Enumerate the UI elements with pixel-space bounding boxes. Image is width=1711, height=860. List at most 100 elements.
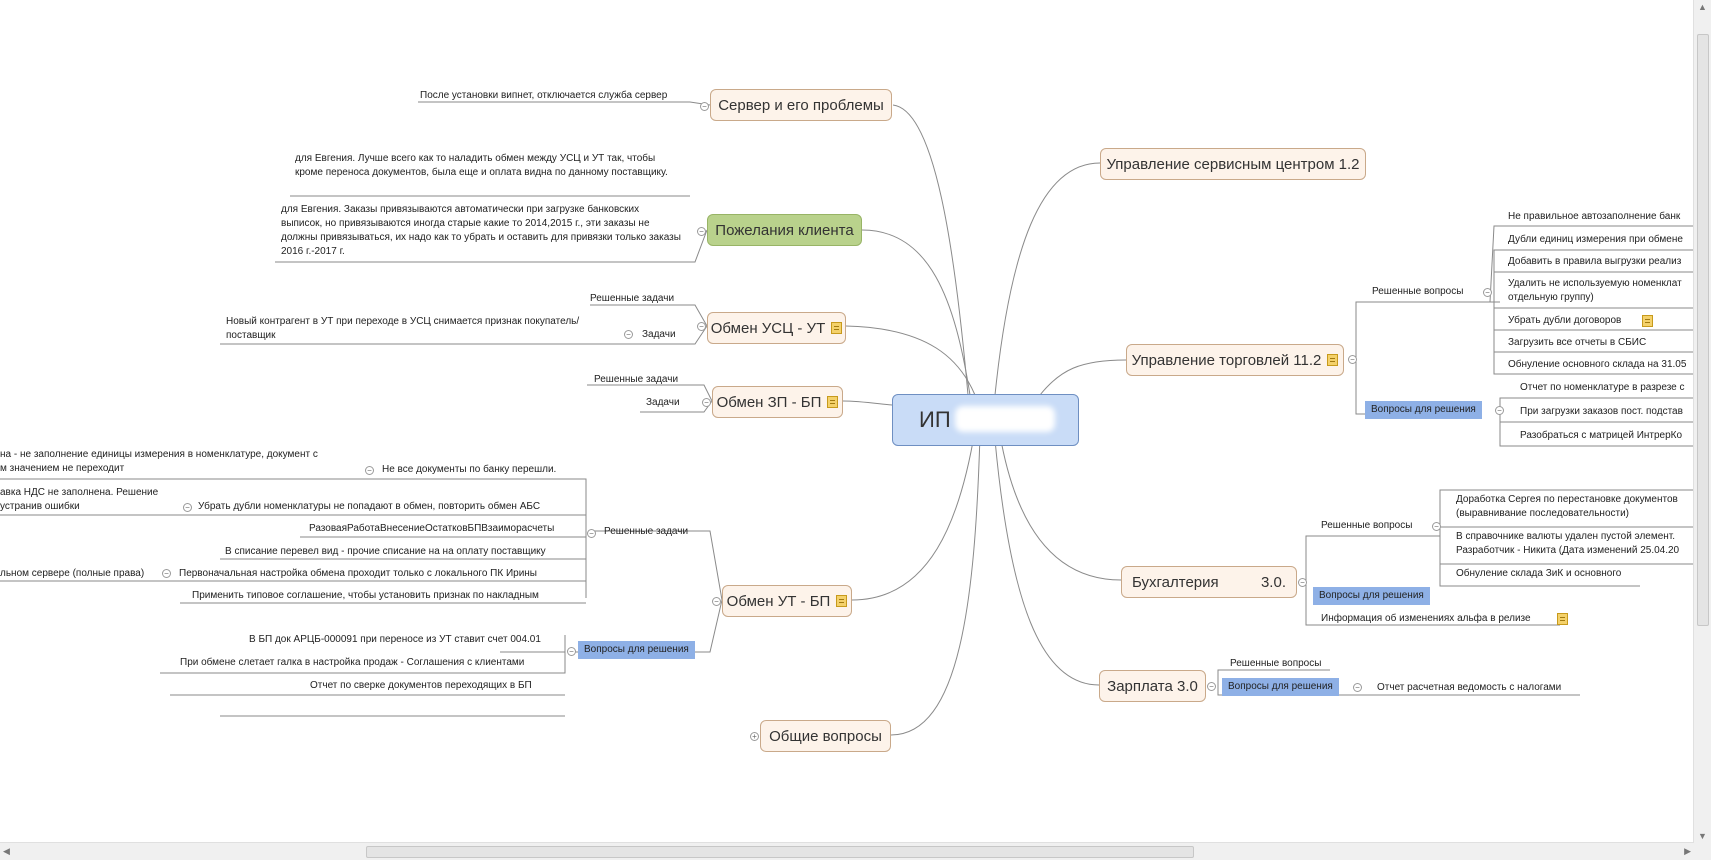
question-item: В БП док АРЦБ-000091 при переносе из УТ … xyxy=(249,634,541,645)
solved-item: Первоначальная настройка обмена проходит… xyxy=(179,568,537,579)
solved-item: Убрать дубли договоров xyxy=(1508,315,1622,326)
solved-item: Обнуление склада ЗиК и основного xyxy=(1456,568,1622,579)
solved-item: Не правильное автозаполнение банк xyxy=(1508,211,1681,222)
topic-ut-bp[interactable]: Обмен УТ - БП xyxy=(722,585,852,617)
tag-questions[interactable]: Вопросы для решения xyxy=(1365,401,1482,419)
collapse-toggle[interactable]: − xyxy=(1483,288,1492,297)
scroll-down-arrow[interactable]: ▼ xyxy=(1698,831,1707,841)
vertical-scroll-thumb[interactable] xyxy=(1697,34,1709,626)
connector-lines xyxy=(0,101,1694,736)
topic-usc-ut-label: Обмен УСЦ - УТ xyxy=(710,319,826,337)
expand-toggle[interactable]: + xyxy=(750,732,759,741)
topic-accounting[interactable]: Бухгалтерия 3.0. xyxy=(1121,566,1297,598)
collapse-toggle[interactable]: − xyxy=(587,529,596,538)
collapse-toggle[interactable]: − xyxy=(702,398,711,407)
tag-questions[interactable]: Вопросы для решения xyxy=(578,641,695,659)
scroll-up-arrow[interactable]: ▲ xyxy=(1698,2,1707,12)
collapse-toggle[interactable]: − xyxy=(1353,683,1362,692)
topic-ut-bp-label: Обмен УТ - БП xyxy=(726,592,831,610)
scroll-corner xyxy=(1694,843,1711,860)
scroll-left-arrow[interactable]: ◀ xyxy=(3,846,10,856)
topic-zp-bp[interactable]: Обмен ЗП - БП xyxy=(712,386,843,418)
collapse-toggle[interactable]: − xyxy=(624,330,633,339)
label-solved-tasks: Решенные задачи xyxy=(604,526,689,537)
topic-accounting-label: Бухгалтерия xyxy=(1132,573,1219,591)
collapse-toggle[interactable]: − xyxy=(700,102,709,111)
central-title: ИП xyxy=(919,407,951,432)
label-solved-tasks: Решенные задачи xyxy=(590,293,675,304)
solved-item: РазоваяРаботаВнесениеОстатковБПВзаиморас… xyxy=(309,523,555,534)
label-tasks: Задачи xyxy=(646,397,680,408)
topic-trade-label: Управление торговлей 11.2 xyxy=(1131,351,1322,369)
solved-item: Добавить в правила выгрузки реализ xyxy=(1508,256,1682,267)
topic-zp-bp-label: Обмен ЗП - БП xyxy=(716,393,822,411)
note-icon xyxy=(1327,354,1339,366)
collapse-toggle[interactable]: − xyxy=(183,503,192,512)
collapse-toggle[interactable]: − xyxy=(697,227,706,236)
solved-item: Применить типовое соглашение, чтобы уста… xyxy=(192,590,539,601)
solved-item: Дубли единиц измерения при обмене xyxy=(1508,234,1683,245)
scroll-right-arrow[interactable]: ▶ xyxy=(1684,846,1691,856)
collapse-toggle[interactable]: − xyxy=(1207,682,1216,691)
solved-item: Удалить не используемую номенклат xyxy=(1508,278,1682,289)
note-icon xyxy=(1642,315,1653,327)
horizontal-scrollbar[interactable]: ◀ ▶ xyxy=(0,842,1694,860)
topic-accounting-version: 3.0. xyxy=(1260,573,1286,591)
topic-service-center[interactable]: Управление сервисным центром 1.2 xyxy=(1100,148,1366,180)
label-solved-questions: Решенные вопросы xyxy=(1372,286,1464,297)
collapse-toggle[interactable]: − xyxy=(162,569,171,578)
note-icon xyxy=(836,595,848,607)
collapse-toggle[interactable]: − xyxy=(365,466,374,475)
topic-service-label: Управление сервисным центром 1.2 xyxy=(1106,155,1360,173)
note-icon xyxy=(1557,613,1568,625)
solved-item: льном сервере (полные права) xyxy=(0,568,145,579)
solved-item: устранив ошибки xyxy=(0,501,80,512)
collapse-toggle[interactable]: − xyxy=(1432,522,1441,531)
collapse-toggle[interactable]: − xyxy=(1495,406,1504,415)
report-item: Отчет расчетная ведомость с налогами xyxy=(1377,682,1562,693)
task-item: Новый контрагент в УТ при переходе в УСЦ… xyxy=(226,316,580,341)
solved-item: В справочнике валюты удален пустой элеме… xyxy=(1456,531,1676,542)
label-solved-questions: Решенные вопросы xyxy=(1321,520,1413,531)
question-item: При загрузки заказов пост. подстав xyxy=(1520,406,1683,417)
tag-questions[interactable]: Вопросы для решения xyxy=(1222,678,1339,696)
collapse-toggle[interactable]: − xyxy=(567,647,576,656)
topic-wishes[interactable]: Пожелания клиента xyxy=(707,214,862,246)
topic-server[interactable]: Сервер и его проблемы xyxy=(710,89,892,121)
collapse-toggle[interactable]: − xyxy=(697,322,706,331)
label-solved-tasks: Решенные задачи xyxy=(594,374,679,385)
label-solved-questions: Решенные вопросы xyxy=(1230,658,1322,669)
note-wish-2: для Евгения. Заказы привязываются автома… xyxy=(281,204,681,257)
label-tasks: Задачи xyxy=(642,329,676,340)
topic-salary[interactable]: Зарплата 3.0 xyxy=(1099,670,1206,702)
topic-general[interactable]: Общие вопросы xyxy=(760,720,891,752)
question-item: Отчет по сверке документов переходящих в… xyxy=(310,680,532,691)
solved-item: Не все документы по банку перешли. xyxy=(382,464,557,475)
topic-salary-label: Зарплата 3.0 xyxy=(1107,677,1198,695)
tag-questions[interactable]: Вопросы для решения xyxy=(1313,587,1430,605)
solved-item: Доработка Сергея по перестановке докумен… xyxy=(1456,494,1678,505)
mindmap-canvas[interactable]: ИП Сервер и его проблемы − После установ… xyxy=(0,0,1694,843)
topic-trade[interactable]: Управление торговлей 11.2 xyxy=(1126,344,1344,376)
topic-wishes-label: Пожелания клиента xyxy=(715,221,854,239)
horizontal-scroll-thumb[interactable] xyxy=(366,846,1194,858)
info-item: Информация об изменениях альфа в релизе xyxy=(1321,613,1531,624)
solved-item: В списание перевел вид - прочие списание… xyxy=(225,546,546,557)
vertical-scrollbar[interactable]: ▲ ▼ xyxy=(1693,0,1711,843)
solved-item: Убрать дубли номенклатуры не попадают в … xyxy=(198,501,541,512)
solved-item: Загрузить все отчеты в СБИС xyxy=(1508,337,1647,348)
note-icon xyxy=(831,322,843,334)
collapse-toggle[interactable]: − xyxy=(1298,578,1307,587)
solved-item: м значением не переходит xyxy=(0,463,125,474)
collapse-toggle[interactable]: − xyxy=(712,597,721,606)
solved-item: (выравнивание последовательности) xyxy=(1456,508,1629,519)
collapse-toggle[interactable]: − xyxy=(1348,355,1357,364)
solved-item: на - не заполнение единицы измерения в н… xyxy=(0,449,318,460)
leaf-server-issue: После установки випнет, отключается служ… xyxy=(420,90,668,101)
solved-item: Обнуление основного склада на 31.05 xyxy=(1508,359,1687,370)
solved-item: авка НДС не заполнена. Решение xyxy=(0,487,159,498)
question-item: При обмене слетает галка в настройка про… xyxy=(180,657,525,668)
topic-server-label: Сервер и его проблемы xyxy=(718,96,884,114)
question-item: Отчет по номенклатуре в разрезе с xyxy=(1520,382,1685,393)
topic-usc-ut[interactable]: Обмен УСЦ - УТ xyxy=(707,312,846,344)
